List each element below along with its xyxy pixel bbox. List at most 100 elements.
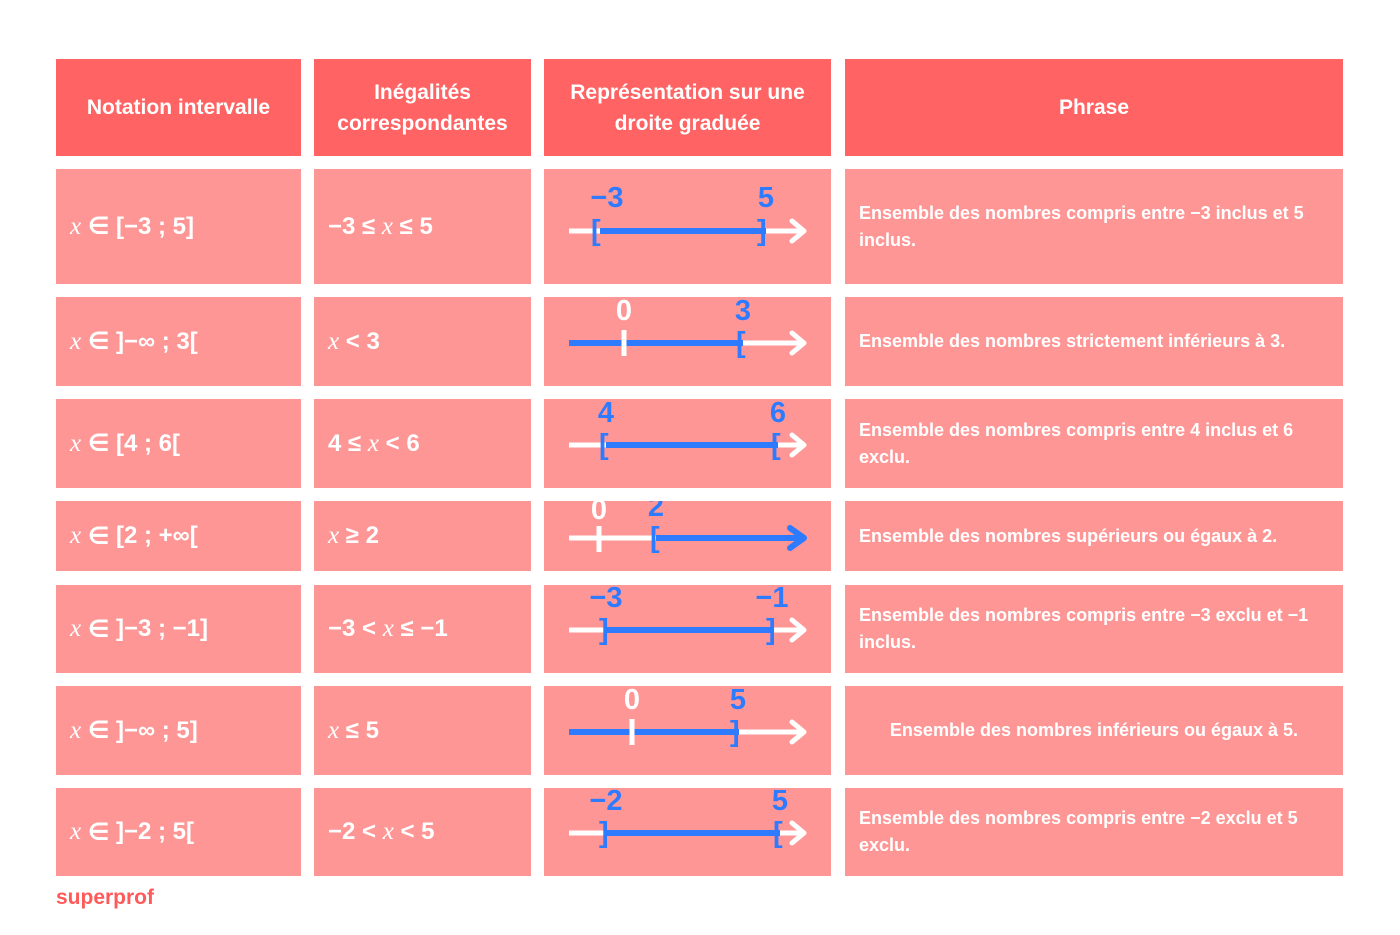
variable: x xyxy=(70,429,82,457)
number-line: 0 [ 2 xyxy=(569,501,807,554)
inequality-cell: x < 3 xyxy=(314,297,531,386)
interval-arrow xyxy=(787,525,807,551)
phrase-text: Ensemble des nombres compris entre −3 in… xyxy=(859,202,1304,250)
phrase-text: Ensemble des nombres compris entre −3 ex… xyxy=(859,605,1309,652)
variable: x xyxy=(70,522,82,549)
inequality-after: < 3 xyxy=(345,327,380,355)
axis-arrow xyxy=(789,617,807,643)
inequality-before: 4 ≤ xyxy=(328,429,362,457)
header-phrase: Phrase xyxy=(845,59,1343,156)
notation-cell: x ∈ [−3 ; 5] xyxy=(56,169,301,284)
number-line: 0 [ 3 xyxy=(569,297,807,359)
number-line-cell: 0 [ 2 xyxy=(544,501,831,571)
number-line-cell: ] ] −3 −1 xyxy=(544,585,831,673)
right-bracket: [ xyxy=(771,429,781,461)
number-line: ] [ −2 5 xyxy=(569,788,807,849)
element-of-symbol: ∈ xyxy=(87,818,110,846)
number-line: ] ] −3 −1 xyxy=(569,585,807,646)
phrase-cell: Ensemble des nombres strictement inférie… xyxy=(845,297,1343,386)
element-of-symbol: ∈ xyxy=(87,430,110,457)
axis-arrow xyxy=(789,820,807,846)
interval-notation: ]−2 ; 5[ xyxy=(115,818,194,845)
phrase-cell: Ensemble des nombres inférieurs ou égaux… xyxy=(845,686,1343,775)
right-bracket: ] xyxy=(757,215,767,247)
axis-arrow xyxy=(789,330,807,356)
variable: x xyxy=(367,429,379,457)
interval-notation: ]−3 ; −1] xyxy=(115,615,209,642)
left-bound-label: 4 xyxy=(598,399,614,429)
inequality-cell: x ≥ 2 xyxy=(314,501,531,571)
inequality-after: < 5 xyxy=(400,818,435,845)
phrase-text: Ensemble des nombres compris entre −2 ex… xyxy=(859,808,1298,855)
inequality-before: −3 < xyxy=(328,615,377,642)
left-bracket: ] xyxy=(599,817,609,849)
origin-label: 0 xyxy=(624,686,640,716)
inequality-after: ≤ 5 xyxy=(345,716,379,744)
phrase-cell: Ensemble des nombres compris entre 4 inc… xyxy=(845,399,1343,488)
inequality-cell: 4 ≤ x < 6 xyxy=(314,399,531,488)
notation-cell: x ∈ ]−3 ; −1] xyxy=(56,585,301,673)
phrase-cell: Ensemble des nombres compris entre −2 ex… xyxy=(845,788,1343,876)
header-phrase-label: Phrase xyxy=(1058,96,1130,119)
number-line: 0 ] 5 xyxy=(569,686,807,748)
phrase-text: Ensemble des nombres compris entre 4 inc… xyxy=(859,419,1294,467)
axis-arrow xyxy=(789,218,807,244)
interval-notation: ]−∞ ; 5] xyxy=(115,716,198,744)
right-bound-label: 5 xyxy=(730,686,746,716)
number-line-cell: 0 ] 5 xyxy=(544,686,831,775)
number-line-cell: 0 [ 3 xyxy=(544,297,831,386)
phrase-cell: Ensemble des nombres compris entre −3 in… xyxy=(845,169,1343,284)
inequality-cell: x ≤ 5 xyxy=(314,686,531,775)
interval-notation: [−3 ; 5] xyxy=(115,212,194,240)
header-notation: Notation intervalle xyxy=(56,59,301,156)
inequality-after: ≤ 5 xyxy=(399,212,433,240)
header-notation-label: Notation intervalle xyxy=(86,96,271,119)
notation-cell: x ∈ [4 ; 6[ xyxy=(56,399,301,488)
element-of-symbol: ∈ xyxy=(87,717,110,744)
header-representation-label: Représentation sur une droite graduée xyxy=(570,80,805,135)
left-bracket: [ xyxy=(599,429,609,461)
left-bound-label: −3 xyxy=(589,585,622,614)
notation-cell: x ∈ ]−∞ ; 5] xyxy=(56,686,301,775)
inequality-cell: −3 ≤ x ≤ 5 xyxy=(314,169,531,284)
origin-label: 0 xyxy=(616,297,632,327)
left-bracket: [ xyxy=(650,522,660,554)
header-inegalites: Inégalités correspondantes xyxy=(314,59,531,156)
phrase-text: Ensemble des nombres supérieurs ou égaux… xyxy=(859,525,1278,546)
inequality-after: ≥ 2 xyxy=(345,522,379,549)
variable: x xyxy=(328,327,340,355)
element-of-symbol: ∈ xyxy=(87,328,110,355)
phrase-cell: Ensemble des nombres compris entre −3 ex… xyxy=(845,585,1343,673)
inequality-cell: −2 < x < 5 xyxy=(314,788,531,876)
right-bound-label: 3 xyxy=(735,297,751,327)
left-bound-label: −2 xyxy=(589,788,622,817)
number-line-cell: [ [ 4 6 xyxy=(544,399,831,488)
variable: x xyxy=(382,615,394,642)
axis-arrow xyxy=(789,719,807,745)
interval-notation: [4 ; 6[ xyxy=(115,429,180,457)
inequality-after: < 6 xyxy=(385,429,420,457)
number-line-cell: ] [ −2 5 xyxy=(544,788,831,876)
element-of-symbol: ∈ xyxy=(87,213,110,240)
left-bound-label: 2 xyxy=(648,501,664,523)
left-bracket: [ xyxy=(591,215,601,247)
inequality-after: ≤ −1 xyxy=(400,615,448,642)
right-bracket: [ xyxy=(736,327,746,359)
inequality-before: −3 ≤ xyxy=(328,212,376,240)
element-of-symbol: ∈ xyxy=(87,615,110,643)
notation-cell: x ∈ [2 ; +∞[ xyxy=(56,501,301,571)
variable: x xyxy=(70,212,82,240)
variable: x xyxy=(381,212,393,240)
origin-label: 0 xyxy=(591,501,607,526)
variable: x xyxy=(328,522,340,549)
variable: x xyxy=(70,818,82,845)
variable: x xyxy=(382,818,394,845)
right-bracket: [ xyxy=(773,817,783,849)
left-bracket: ] xyxy=(599,614,609,646)
header-inegalites-label: Inégalités correspondantes xyxy=(337,80,508,135)
notation-cell: x ∈ ]−2 ; 5[ xyxy=(56,788,301,876)
variable: x xyxy=(70,716,82,744)
inequality-before: −2 < xyxy=(328,818,377,845)
phrase-text: Ensemble des nombres inférieurs ou égaux… xyxy=(889,720,1299,740)
phrase-cell: Ensemble des nombres supérieurs ou égaux… xyxy=(845,501,1343,571)
